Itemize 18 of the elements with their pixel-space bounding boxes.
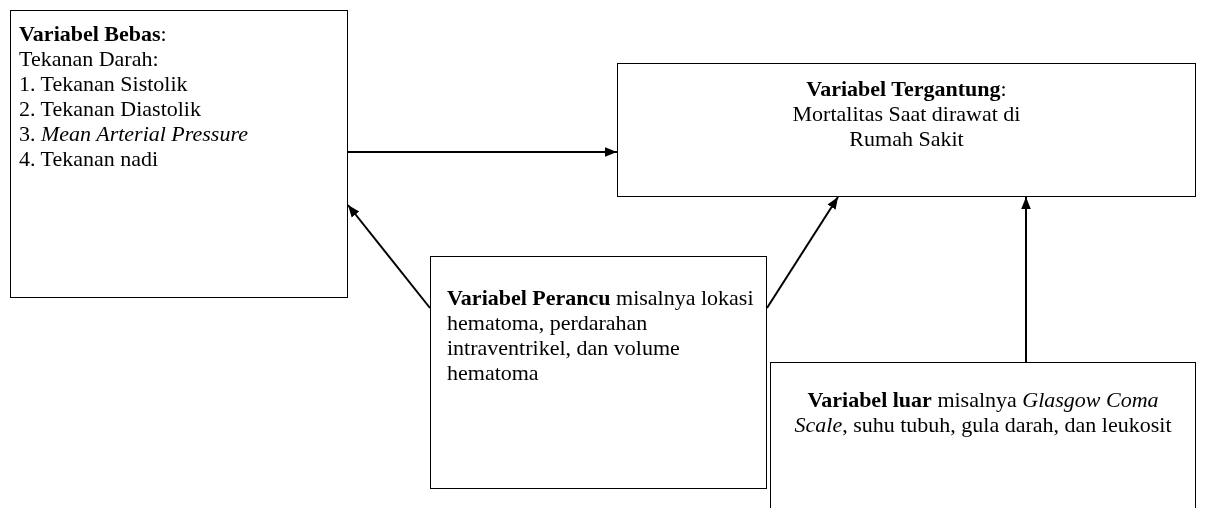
- body-text: Mortalitas Saat dirawat di Rumah Sakit: [791, 101, 1022, 151]
- body-text: 2. Tekanan Diastolik: [19, 96, 202, 121]
- heading-text: Variabel Tergantung:: [805, 76, 1008, 101]
- body-text: 1. Tekanan Sistolik: [19, 71, 189, 96]
- arrow: [347, 204, 431, 309]
- heading-text: Variabel luar misalnya Glasgow Coma Scale, suhu tubuh, gula darah, dan leukosit: [793, 387, 1173, 437]
- arrow: [347, 147, 618, 157]
- text-box: [617, 63, 1196, 197]
- text-box: [10, 10, 348, 298]
- text-box: [430, 256, 767, 489]
- body-text: Tekanan Darah:: [19, 46, 160, 71]
- arrow: [1021, 196, 1031, 363]
- heading-text: Variabel Perancu misalnya lokasi hematoma, perdarahan intraventrikel, dan volume hematoma: [447, 285, 754, 385]
- text-box: [770, 362, 1196, 508]
- arrow: [766, 196, 839, 309]
- heading-text: Variabel Bebas:: [19, 21, 168, 46]
- body-text: 3. Mean Arterial Pressure: [19, 121, 249, 146]
- body-text: 4. Tekanan nadi: [19, 146, 160, 171]
